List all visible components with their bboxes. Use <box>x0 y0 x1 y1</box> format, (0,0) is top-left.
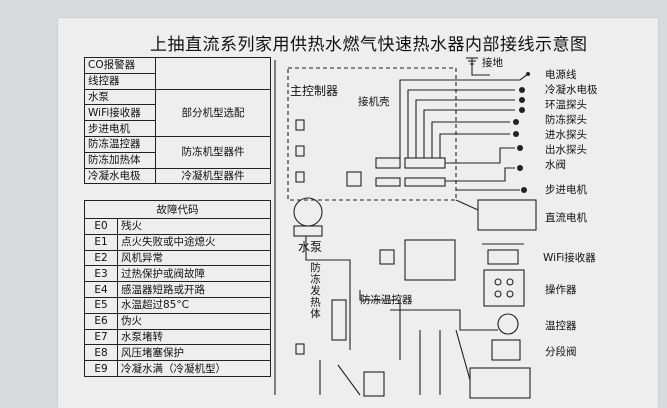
valve-shape <box>491 339 521 361</box>
connector-block <box>295 119 305 131</box>
parts-table: CO报警器 线控器 水泵部分机型选配 WiFi接收器 步进电机 防冻温控器防冻机… <box>84 57 271 185</box>
label-condensate-electrode: 冷凝水电极 <box>545 84 598 96</box>
table-row: 防冻温控器防冻机型器件 <box>84 135 271 169</box>
terminal-dot <box>517 165 523 171</box>
table-row: 步进电机 <box>84 120 271 137</box>
wire <box>415 99 515 158</box>
wire <box>359 290 401 360</box>
label-power-cord: 电源线 <box>545 69 577 81</box>
wire <box>399 73 529 158</box>
antifreeze-heater-label: 防冻发热体 <box>309 262 321 320</box>
label-inlet-probe: 进水探头 <box>545 129 587 141</box>
terminal-dot <box>513 119 519 125</box>
connector-block <box>404 239 456 281</box>
table-header-row: 故障代码 <box>84 200 271 219</box>
part-type: 防冻机型器件 <box>155 135 271 169</box>
connector-block <box>404 157 446 169</box>
label-operator: 操作器 <box>545 284 577 296</box>
label-segment-valve: 分段阀 <box>545 346 577 358</box>
wire <box>305 236 351 350</box>
connector-block <box>404 177 446 187</box>
terminal-dot <box>521 187 527 193</box>
heater-shape <box>331 299 347 341</box>
fault-code: E6 <box>84 312 118 330</box>
connector-block <box>295 171 305 183</box>
diagram-title: 上抽直流系列家用供热水燃气快速热水器内部接线示意图 <box>150 35 588 55</box>
wire <box>337 364 361 396</box>
operator-button <box>506 278 514 286</box>
ground-label: 接地 <box>482 57 503 69</box>
connector-block <box>295 343 305 355</box>
label-wifi-receiver: WiFi接收器 <box>543 252 596 264</box>
label-water-valve: 水阀 <box>545 159 566 171</box>
main-controller-label: 主控制器 <box>290 84 339 98</box>
operator-button <box>506 290 514 298</box>
part-type: 冷凝机型器件 <box>155 167 271 185</box>
antifreeze-thermostat-label: 防冻温控器 <box>360 294 413 306</box>
part-name: 防冻加热体 <box>84 151 156 169</box>
fault-desc: 过热保护或阀故障 <box>117 265 271 283</box>
connector-block <box>346 171 362 187</box>
table-row: 水泵部分机型选配 <box>84 88 271 137</box>
terminal-dot <box>519 107 525 113</box>
part-name: 步进电机 <box>84 120 156 137</box>
operator-shape <box>483 269 525 307</box>
connector-block <box>379 249 395 265</box>
connector-block <box>375 157 401 169</box>
connector-block <box>363 371 385 397</box>
part-name: WiFi接收器 <box>84 104 156 122</box>
table-row: 冷凝水电极冷凝机型器件 <box>84 167 271 185</box>
fault-table-header: 故障代码 <box>84 200 271 219</box>
pump-shape <box>293 197 323 227</box>
label-thermostat: 温控器 <box>545 320 577 332</box>
wire <box>431 121 510 158</box>
wire <box>407 89 515 158</box>
terminal-dot <box>519 97 525 103</box>
wire <box>455 329 471 381</box>
connector-block <box>375 177 401 187</box>
pump-label: 水泵 <box>298 240 323 254</box>
label-antifreeze-probe: 防冻探头 <box>545 114 587 126</box>
label-stepper-motor: 步进电机 <box>545 184 587 196</box>
terminal-dot <box>526 72 530 76</box>
table-row: 防冻加热体 <box>84 151 271 169</box>
fault-desc: 感温器短路或开路 <box>117 281 271 298</box>
wifi-module-shape <box>487 249 519 265</box>
part-name: 冷凝水电极 <box>84 167 156 185</box>
label-outlet-probe: 出水探头 <box>545 144 587 156</box>
wire <box>455 199 479 211</box>
part-type: 部分机型选配 <box>155 88 271 137</box>
terminal-dot <box>517 145 523 151</box>
label-dc-motor: 直流电机 <box>545 212 587 224</box>
thermostat-shape <box>497 313 519 335</box>
dc-motor-shape <box>477 199 537 231</box>
pump-base <box>293 225 323 237</box>
wire <box>445 147 515 164</box>
shell-ground-label: 接机壳 <box>358 96 390 108</box>
fault-code: E2 <box>84 249 118 267</box>
table-row: WiFi接收器 <box>84 104 271 122</box>
wire <box>390 309 498 331</box>
connector-block <box>295 145 305 157</box>
terminal-dot <box>519 87 525 93</box>
wire <box>439 133 510 158</box>
fault-desc: 冷凝水满（冷凝机型） <box>117 360 271 377</box>
wire <box>445 167 515 182</box>
valve-shape <box>469 367 531 399</box>
label-ambient-probe: 环温探头 <box>545 99 587 111</box>
wire <box>423 109 515 158</box>
operator-button <box>494 278 502 286</box>
operator-button <box>494 290 502 298</box>
terminal-dot <box>513 131 519 137</box>
